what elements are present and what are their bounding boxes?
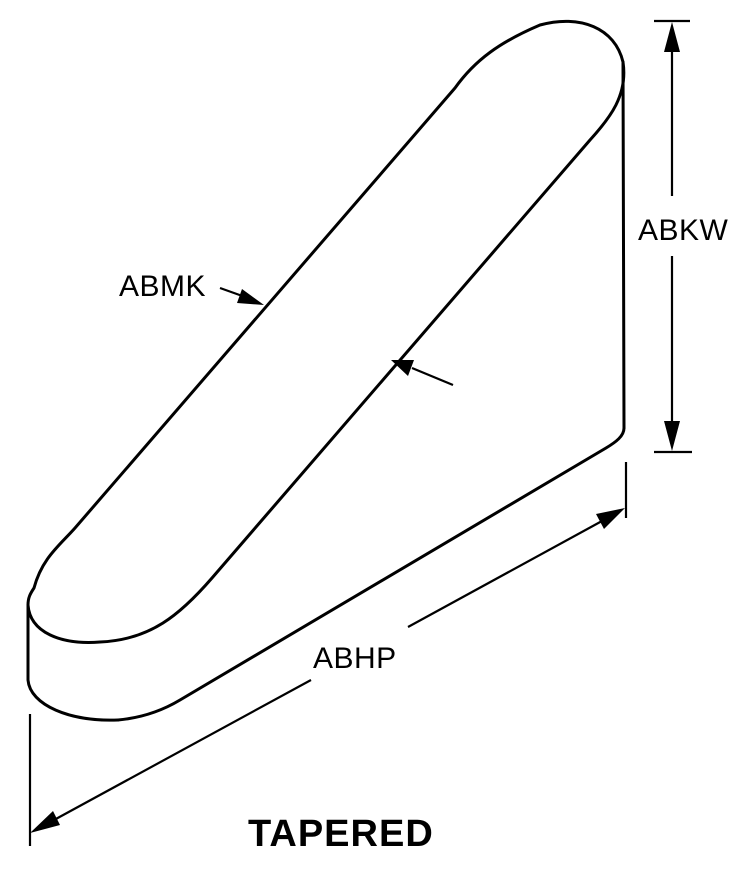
left-front-edge: [26, 603, 120, 722]
height-dimension: ABKW: [638, 19, 729, 454]
length-dim-line-lower: [53, 679, 312, 821]
length-label: ABHP: [313, 642, 397, 675]
key-outline: [26, 19, 626, 722]
length-dim-line-upper: [407, 520, 603, 628]
length-dimension: ABHP: [28, 462, 628, 846]
right-back-edge: [621, 60, 626, 430]
bottom-edge: [116, 426, 626, 722]
height-arrow-bottom: [664, 421, 680, 451]
length-arrow-right: [596, 508, 625, 529]
length-arrow-left: [30, 811, 60, 833]
height-arrow-top: [664, 22, 680, 52]
diagram-caption: TAPERED: [248, 813, 434, 855]
thickness-leader-right: [411, 366, 454, 387]
top-face-outline: [26, 19, 626, 644]
thickness-arrow-right: [391, 360, 414, 376]
height-label: ABKW: [638, 214, 729, 247]
thickness-arrow-left: [237, 289, 264, 305]
thickness-label: ABMK: [119, 270, 206, 303]
thickness-leaders: ABMK: [119, 270, 454, 387]
